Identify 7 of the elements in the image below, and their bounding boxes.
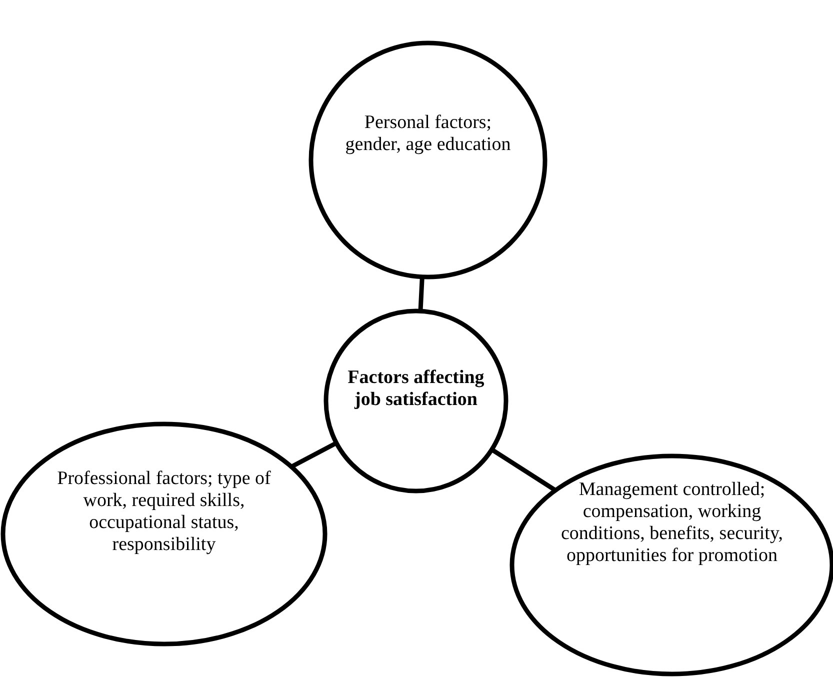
factor-text: Professional factors; type of work, required skills, occupational status, responsibility [56, 468, 272, 556]
connector-line [418, 276, 424, 312]
central-topic-text: Factors affecting job satisfaction [346, 367, 486, 411]
factor-text: Management controlled; compensation, working conditions, benefits, security, opportunities for promotion [560, 479, 784, 566]
factor-text: Personal factors; gender, age education [344, 112, 512, 156]
connector-line [490, 448, 557, 492]
connector-line [290, 441, 338, 469]
